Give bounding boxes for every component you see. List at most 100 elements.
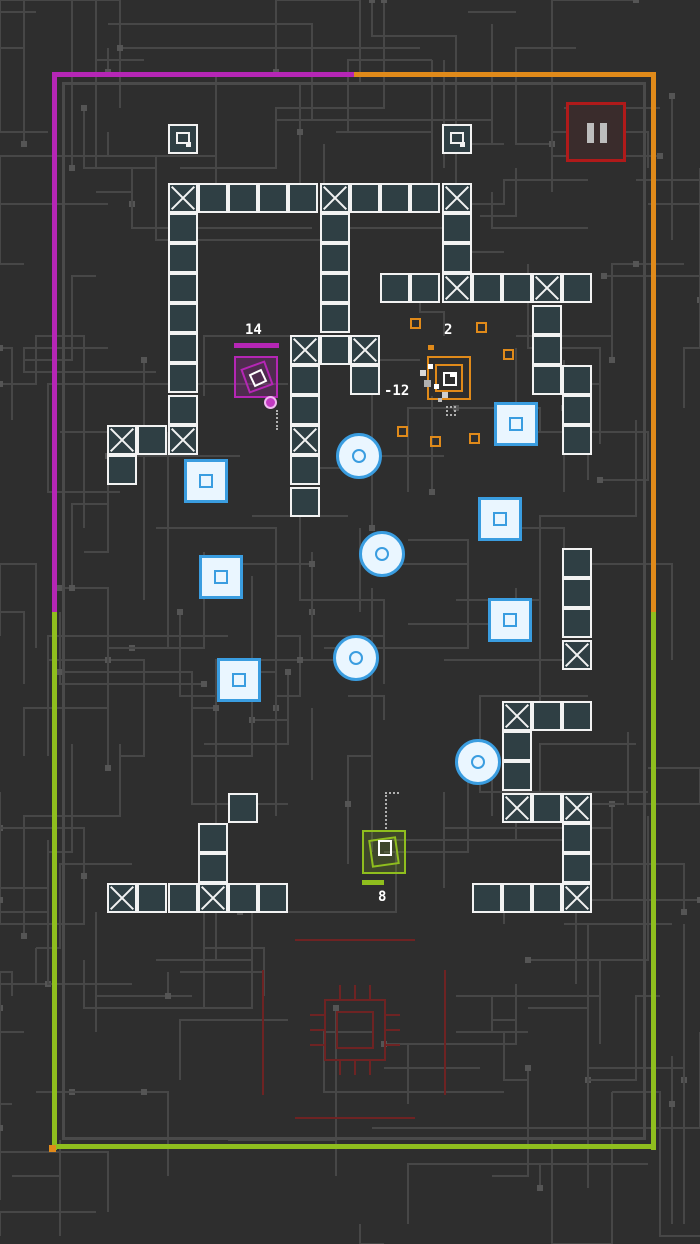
wall-block xyxy=(532,701,562,731)
wall-block xyxy=(380,273,410,303)
spawn-marker-right xyxy=(442,124,472,154)
reinforced-wall-block xyxy=(320,183,350,213)
magenta-player-tank xyxy=(234,356,278,398)
wall-block xyxy=(502,273,532,303)
wall-block xyxy=(288,183,318,213)
wall-block xyxy=(320,335,350,365)
orange-debris xyxy=(476,322,487,333)
wall-block xyxy=(290,365,320,395)
spawn-marker-left xyxy=(168,124,198,154)
wall-block xyxy=(290,395,320,425)
lime-health-bar xyxy=(362,880,384,885)
reinforced-wall-block xyxy=(442,183,472,213)
wall-block xyxy=(562,823,592,853)
magenta-health-bar xyxy=(234,343,279,348)
wall-block xyxy=(168,303,198,333)
blue-crate xyxy=(184,459,228,503)
wall-block xyxy=(228,793,258,823)
disc-bumper xyxy=(359,531,405,577)
wall-block xyxy=(198,823,228,853)
wall-block xyxy=(228,183,258,213)
wall-block xyxy=(562,548,592,578)
orange-debris xyxy=(430,436,441,447)
wall-block xyxy=(410,183,440,213)
wall-block xyxy=(290,487,320,517)
wall-block xyxy=(290,455,320,485)
wall-block xyxy=(168,883,198,913)
wall-block xyxy=(258,883,288,913)
reinforced-wall-block xyxy=(198,883,228,913)
wall-block xyxy=(258,183,288,213)
wall-block xyxy=(472,273,502,303)
disc-bumper xyxy=(336,433,382,479)
arena-border-orange-right xyxy=(651,72,656,612)
wall-block xyxy=(442,243,472,273)
wall-block xyxy=(168,213,198,243)
wall-block xyxy=(532,335,562,365)
arena-border-lime-left xyxy=(52,612,57,1150)
reinforced-wall-block xyxy=(442,273,472,303)
reinforced-wall-block xyxy=(168,425,198,455)
wall-block xyxy=(442,213,472,243)
disc-bumper xyxy=(455,739,501,785)
blue-crate xyxy=(478,497,522,541)
wall-block xyxy=(562,273,592,303)
wall-block xyxy=(137,883,167,913)
blue-crate xyxy=(217,658,261,702)
orange-player-score: 2 xyxy=(444,322,453,338)
lime-player-score: 8 xyxy=(378,889,387,905)
wall-block xyxy=(380,183,410,213)
base-emblem xyxy=(262,939,446,1119)
wall-block xyxy=(410,273,440,303)
pause-button[interactable] xyxy=(566,102,626,162)
reinforced-wall-block xyxy=(107,425,137,455)
reinforced-wall-block xyxy=(562,793,592,823)
wall-block xyxy=(350,183,380,213)
magenta-projectile xyxy=(264,396,277,409)
wall-block xyxy=(562,608,592,638)
wall-block xyxy=(562,853,592,883)
orange-debris xyxy=(469,433,480,444)
wall-block xyxy=(168,333,198,363)
wall-block xyxy=(562,395,592,425)
reinforced-wall-block xyxy=(290,425,320,455)
wall-block xyxy=(532,793,562,823)
lime-player-tank xyxy=(362,830,406,874)
orange-debris xyxy=(503,349,514,360)
wall-block xyxy=(502,883,532,913)
orange-debris xyxy=(410,318,421,329)
wall-block xyxy=(472,883,502,913)
magenta-player-score: 14 xyxy=(245,322,262,338)
wall-block xyxy=(502,731,532,761)
wall-block xyxy=(137,425,167,455)
wall-block xyxy=(562,425,592,455)
arena-border-orange xyxy=(354,72,656,77)
disc-bumper xyxy=(333,635,379,681)
arena-inner-frame xyxy=(62,82,646,1140)
wall-block xyxy=(562,578,592,608)
reinforced-wall-block xyxy=(502,793,532,823)
lime-trail xyxy=(385,792,399,832)
explosion-particles xyxy=(418,362,466,422)
wall-block xyxy=(320,303,350,333)
reinforced-wall-block xyxy=(107,883,137,913)
wall-block xyxy=(320,273,350,303)
reinforced-wall-block xyxy=(562,640,592,670)
wall-block xyxy=(198,853,228,883)
arena-border-lime-right xyxy=(651,612,656,1150)
wall-block xyxy=(502,761,532,791)
reinforced-wall-block xyxy=(350,335,380,365)
wall-block xyxy=(532,883,562,913)
magenta-trail xyxy=(276,410,284,430)
wall-block xyxy=(320,243,350,273)
wall-block xyxy=(562,701,592,731)
wall-block xyxy=(168,395,198,425)
wall-block xyxy=(532,365,562,395)
wall-block xyxy=(350,365,380,395)
wall-block xyxy=(562,365,592,395)
damage-popup: -12 xyxy=(384,383,410,399)
orange-debris xyxy=(397,426,408,437)
reinforced-wall-block xyxy=(168,183,198,213)
wall-block xyxy=(107,455,137,485)
